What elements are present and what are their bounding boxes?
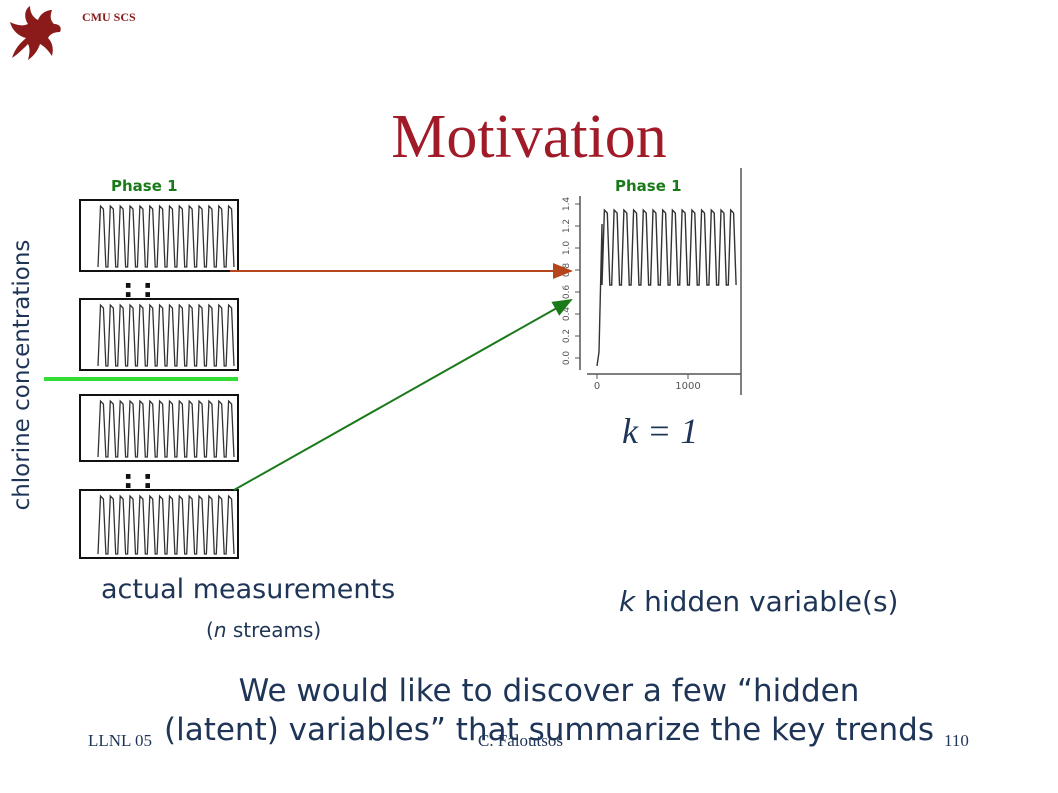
stream-plot-3	[79, 394, 239, 462]
actual-measurements-caption: actual measurements	[101, 574, 396, 605]
y-tick-label: 0.0	[562, 351, 572, 366]
y-tick-label: 0.2	[562, 329, 572, 343]
phase-label-left: Phase 1	[111, 177, 178, 195]
stream-trace	[97, 494, 235, 555]
x-tick-label: 1000	[675, 381, 700, 392]
hidden-variable-plot: 0.0 0.2 0.4 0.6 0.8 1.0 1.2 1.4 0 1000	[562, 168, 742, 395]
y-ticks: 0.0 0.2 0.4 0.6 0.8 1.0 1.2 1.4	[562, 197, 580, 366]
y-tick-label: 1.4	[562, 197, 572, 212]
x-ticks: 0 1000	[594, 374, 701, 392]
slide-title: Motivation	[391, 103, 667, 171]
y-tick-label: 0.6	[562, 285, 572, 300]
y-tick-label: 0.8	[562, 263, 572, 278]
stream-plot-1	[79, 199, 239, 272]
ellipsis-top: : :	[123, 274, 153, 304]
stream-plot-2	[79, 298, 239, 371]
footer-venue: LLNL 05	[88, 731, 153, 750]
arrow-bottom	[233, 299, 573, 491]
stream-trace	[97, 204, 235, 268]
k-equation: k = 1	[622, 411, 699, 451]
hidden-trace	[596, 208, 737, 367]
x-tick-label: 0	[594, 381, 600, 392]
griffin-logo-icon	[10, 6, 61, 60]
n-streams-caption: (n streams)	[206, 618, 322, 642]
phase-label-right: Phase 1	[615, 177, 682, 195]
stream-trace	[97, 399, 235, 458]
summary-text: We would like to discover a few “hidden(…	[164, 673, 934, 748]
org-label: CMU SCS	[82, 10, 136, 24]
stream-trace	[97, 303, 235, 367]
footer-author: C. Faloutsos	[478, 731, 564, 750]
y-tick-label: 0.4	[562, 307, 572, 322]
stream-plot-4	[79, 489, 239, 559]
y-tick-label: 1.0	[562, 241, 572, 256]
hidden-variables-caption: k hidden variable(s)	[619, 585, 899, 618]
ellipsis-bottom: : :	[123, 465, 153, 495]
y-tick-label: 1.2	[562, 219, 572, 233]
footer-page-number: 110	[944, 731, 969, 750]
